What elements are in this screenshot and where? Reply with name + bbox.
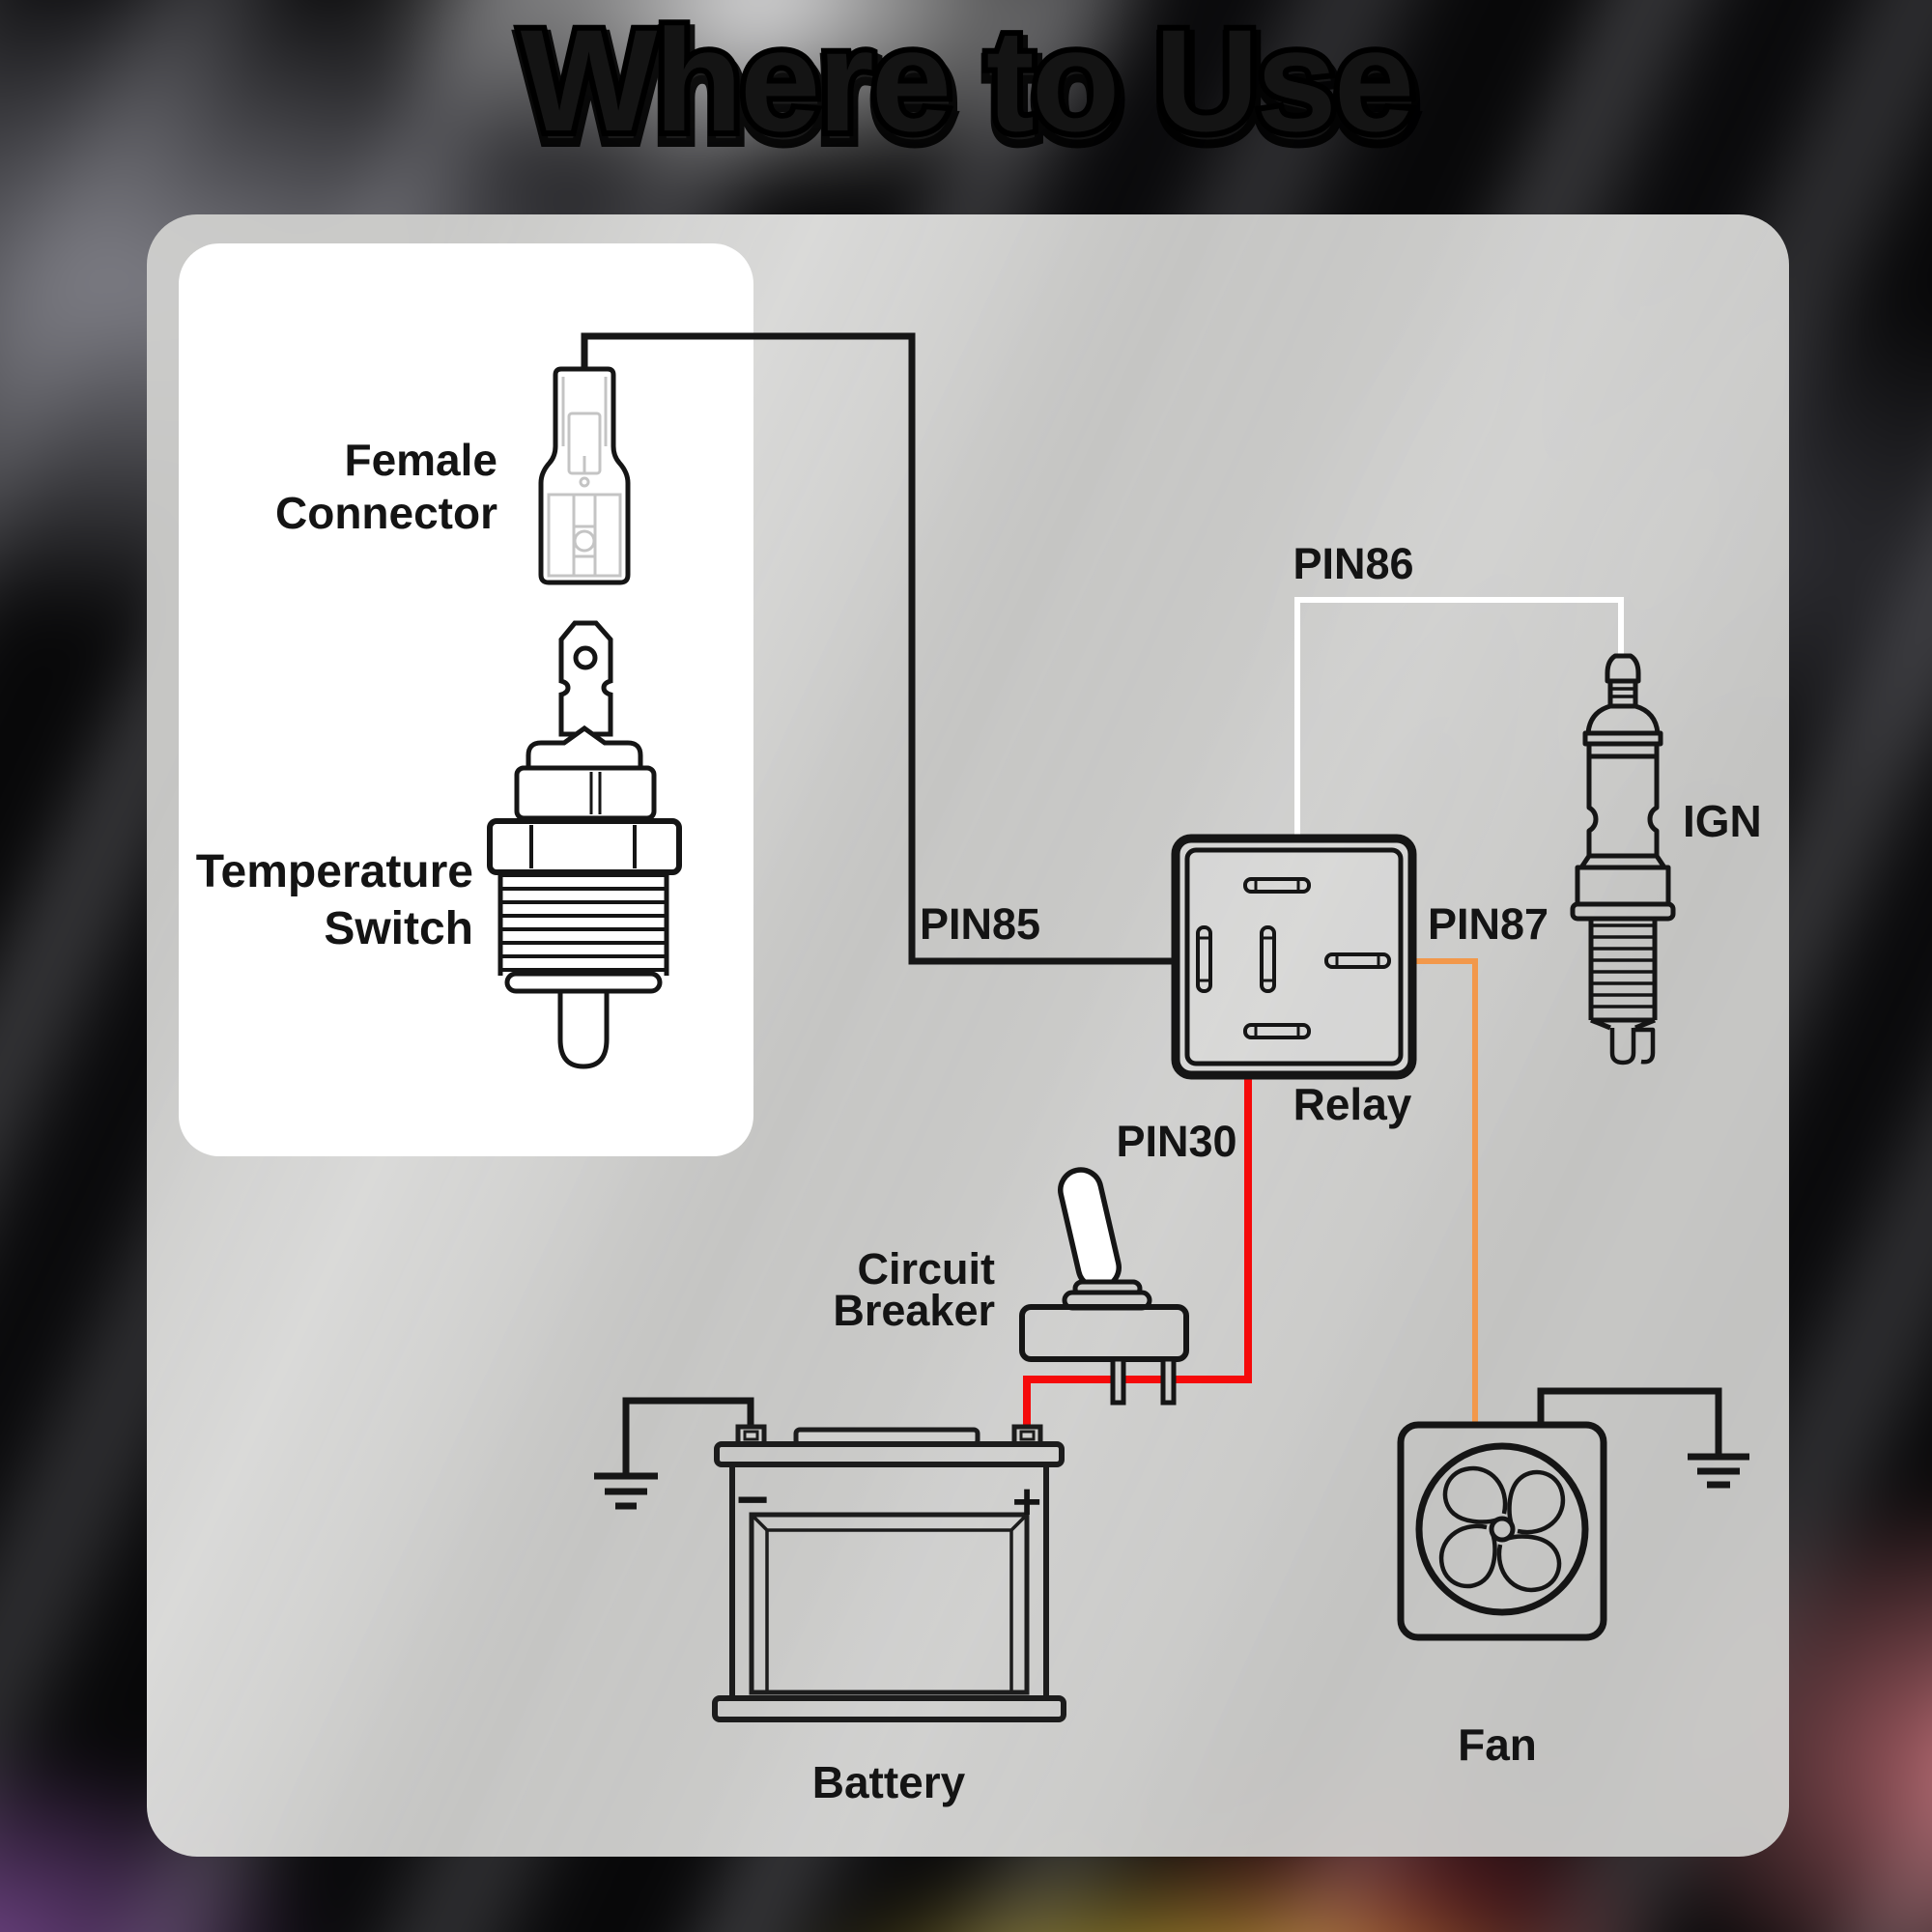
battery-recess-outer — [749, 1512, 1030, 1695]
female-connector-label-line1: Female — [344, 435, 497, 485]
page-title-shadow: Where to Use — [523, 7, 1414, 169]
wire-pin87-to-fan — [1412, 958, 1478, 1427]
thread-section — [497, 872, 669, 976]
black-wire-pin85 — [581, 332, 1176, 965]
red-wire-pin30 — [1023, 1075, 1252, 1429]
ground-wire-path — [622, 1397, 754, 1476]
plug-insulator-body — [1586, 753, 1660, 859]
fan-frame — [1397, 1421, 1607, 1641]
circuit-breaker-label-line1: Circuit — [857, 1244, 995, 1293]
plug-terminal-nut — [1605, 653, 1641, 684]
plug-neck — [1607, 678, 1638, 709]
battery-recess-inner — [765, 1528, 1013, 1694]
spade-blade — [558, 620, 613, 737]
temperature-switch-illustration — [487, 620, 682, 1069]
battery-label: Battery — [812, 1757, 966, 1807]
toggle-prong-left — [1110, 1356, 1126, 1406]
relay-label: Relay — [1293, 1079, 1412, 1129]
orange-wire-pin87 — [1412, 958, 1478, 1427]
pin-slot-right — [1324, 952, 1391, 969]
fan-label: Fan — [1458, 1719, 1537, 1770]
fan-hub — [1489, 1516, 1516, 1543]
pin-slot-bottom — [1243, 1023, 1311, 1039]
terminal-inner — [743, 1430, 759, 1441]
terminal-inner — [1019, 1430, 1036, 1441]
relay-pin-slots — [1196, 877, 1391, 1039]
thread-base-ring — [504, 971, 663, 994]
component-legend-panel — [179, 243, 753, 1156]
top-collar — [526, 724, 643, 773]
probe-tip — [557, 988, 610, 1069]
pin86-label: PIN86 — [1293, 539, 1413, 588]
wire-pin86-to-ign — [1294, 597, 1624, 838]
temperature-switch-label-line1: Temperature — [196, 846, 473, 897]
battery-top-flange — [714, 1441, 1065, 1467]
lower-hex-nut — [487, 818, 682, 875]
battery-illustration — [712, 1424, 1066, 1722]
fan-ground-wire — [1537, 1387, 1749, 1489]
ground-wire-path — [1537, 1387, 1722, 1457]
battery-minus-sign: − — [736, 1468, 769, 1531]
plug-insulator-dome — [1585, 703, 1661, 736]
ign-label: IGN — [1683, 796, 1762, 846]
plug-threads — [1588, 919, 1658, 1023]
battery-bottom-flange — [712, 1695, 1066, 1722]
circuit-breaker-label-line2: Breaker — [833, 1286, 995, 1335]
female-connector-illustration — [538, 366, 631, 585]
connector-inner-detail — [547, 377, 622, 578]
blade-hole — [573, 645, 598, 670]
wire-battery-to-pin30 — [1023, 1075, 1252, 1429]
pin-slot-left — [1196, 925, 1212, 993]
temperature-switch-label-line2: Switch — [324, 903, 473, 954]
fan-illustration — [1397, 1421, 1607, 1641]
page-title: Where to Use — [521, 0, 1412, 161]
toggle-lever — [1058, 1167, 1122, 1291]
wire-temp-switch-to-pin85 — [581, 332, 1176, 965]
relay-illustration — [1171, 834, 1417, 1080]
toggle-prong-right — [1160, 1356, 1177, 1406]
relay-inner-case — [1184, 847, 1404, 1066]
female-connector-label-line2: Connector — [275, 488, 497, 538]
battery-ground-wire — [594, 1397, 754, 1510]
white-wire-pin86 — [1294, 597, 1624, 838]
fan-ring — [1415, 1442, 1589, 1616]
toggle-body — [1019, 1304, 1189, 1362]
plug-flange — [1570, 901, 1676, 922]
relay-outer-case — [1171, 834, 1417, 1080]
center-electrode — [1609, 1028, 1636, 1065]
upper-hex-nut — [514, 765, 657, 821]
plug-taper — [1590, 1017, 1656, 1031]
plug-hex — [1575, 865, 1671, 907]
battery-plus-sign: + — [1012, 1474, 1041, 1530]
pin30-label: PIN30 — [1116, 1117, 1236, 1166]
spark-plug-illustration — [1570, 653, 1676, 1065]
circuit-breaker-illustration — [1019, 1167, 1189, 1406]
pin85-label: PIN85 — [920, 899, 1040, 949]
fan-blades — [1438, 1465, 1566, 1593]
pin-slot-center — [1260, 925, 1276, 993]
ground-electrode — [1634, 1027, 1656, 1065]
pin87-label: PIN87 — [1428, 899, 1548, 949]
pin-slot-top — [1243, 877, 1311, 894]
